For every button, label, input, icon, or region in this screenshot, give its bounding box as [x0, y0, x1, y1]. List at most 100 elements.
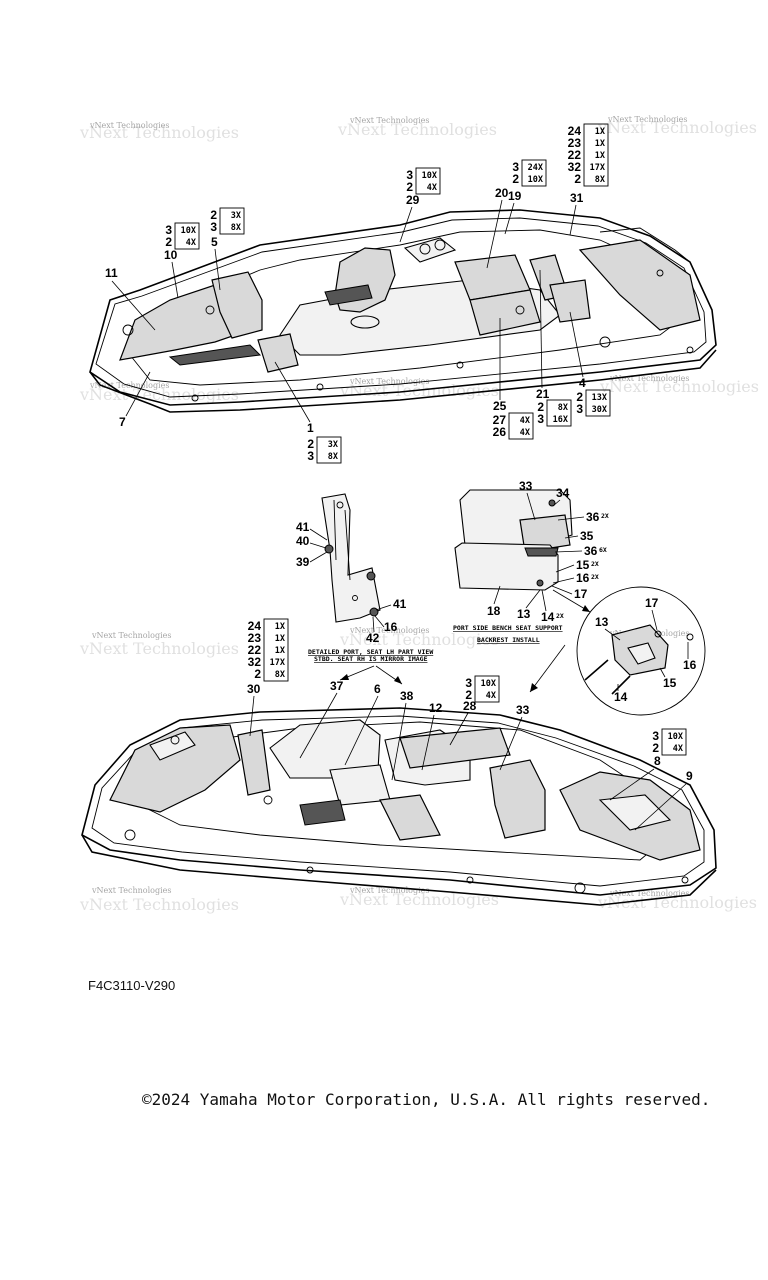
watermark: vNext Technologies [349, 377, 429, 386]
callout-13: 13 [517, 607, 531, 621]
callout-34: 34 [556, 486, 570, 500]
callout-17: 17 [574, 587, 588, 601]
callout-8: 8 [654, 754, 661, 768]
bench-seat-detail: 33 34 36 2X 35 36 6X 15 2X 16 2X 17 18 1… [453, 479, 609, 693]
callout-14: 14 [541, 610, 555, 624]
qty-count: 8X [231, 223, 241, 233]
lower-view-callouts: 30 37 6 38 12 28 33 8 9 [247, 679, 693, 831]
callout-12: 12 [429, 701, 443, 715]
qty-36a: 2X [601, 512, 609, 520]
callout-21: 21 [536, 387, 550, 401]
qty-part-number: 23 [568, 136, 582, 150]
watermark-shadow: vNext Technologies [597, 118, 757, 137]
watermark-shadow: vNext Technologies [79, 895, 239, 914]
qty-16: 2X [591, 573, 599, 581]
qty-count: 3X [231, 211, 241, 221]
qty-part-number: 3 [210, 220, 217, 234]
qty-part-number: 24 [248, 619, 262, 633]
watermark: vNext Technologies [91, 886, 171, 895]
callout-36: 36 [584, 544, 598, 558]
watermark: vNext Technologies [89, 121, 169, 130]
qty-count: 17X [590, 163, 605, 173]
watermark: vNext Technologies [91, 631, 171, 640]
qty-part-number: 2 [165, 235, 172, 249]
qty-part-number: 2 [537, 400, 544, 414]
qty-part-number: 24 [568, 124, 582, 138]
callout-41: 41 [296, 520, 310, 534]
qty-part-number: 2 [652, 741, 659, 755]
qty-part-number: 3 [512, 160, 519, 174]
qty-part-number: 3 [165, 223, 172, 237]
seat-bracket-detail: 41 40 39 41 16 42 DETAILED PORT, SEAT LH… [296, 493, 433, 685]
callout-28: 28 [463, 699, 477, 713]
qty-count: 10X [422, 171, 437, 181]
qty-part-number: 3 [406, 168, 413, 182]
watermark-shadow: vNext Technologies [79, 123, 239, 142]
qty-15: 2X [591, 560, 599, 568]
qty-part-number: 2 [307, 437, 314, 451]
qty-count: 1X [275, 646, 285, 656]
top-view-callouts: 11 10 5 7 1 29 20 19 31 25 21 4 [105, 186, 586, 435]
callout-29: 29 [406, 193, 420, 207]
callout-1: 1 [307, 421, 314, 435]
qty-part-number: 22 [568, 148, 582, 162]
callout-18: 18 [487, 604, 501, 618]
watermark: vNext Technologies [349, 116, 429, 125]
callout-16: 16 [384, 620, 398, 634]
callout-15: 15 [663, 676, 677, 690]
callout-17: 17 [645, 596, 659, 610]
callout-35: 35 [580, 529, 594, 543]
qty-part-number: 2 [406, 180, 413, 194]
copyright-notice: ©2024 Yamaha Motor Corporation, U.S.A. A… [142, 1090, 711, 1109]
callout-5: 5 [211, 235, 218, 249]
qty-part-number: 22 [248, 643, 262, 657]
watermark: vNext Technologies [609, 374, 689, 383]
qty-count: 8X [595, 175, 605, 185]
qty-count: 17X [270, 658, 285, 668]
callout-33: 33 [516, 703, 530, 717]
qty-count: 16X [553, 415, 568, 425]
watermark-shadow: vNext Technologies [599, 377, 759, 396]
qty-36b: 6X [599, 546, 607, 554]
qty-part-number: 2 [465, 688, 472, 702]
qty-part-number: 32 [248, 655, 262, 669]
watermark: vNext Technologies [349, 886, 429, 895]
qty-count: 1X [275, 634, 285, 644]
watermark: vNext Technologies [607, 115, 687, 124]
bench-note-line1: PORT SIDE BENCH SEAT SUPPORT [453, 624, 563, 632]
callout-19: 19 [508, 189, 522, 203]
callout-41: 41 [393, 597, 407, 611]
hardware-zoom-detail: 17 13 16 15 14 [576, 586, 706, 716]
callout-39: 39 [296, 555, 310, 569]
qty-count: 10X [181, 226, 196, 236]
qty-count: 10X [528, 175, 543, 185]
callout-37: 37 [330, 679, 344, 693]
callout-11: 11 [105, 266, 118, 280]
qty-count: 30X [592, 405, 607, 415]
qty-count: 10X [481, 679, 496, 689]
watermark-shadow: vNext Technologies [597, 893, 757, 912]
qty-part-number: 3 [537, 412, 544, 426]
watermark-shadow: vNext Technologies [79, 639, 239, 658]
qty-part-number: 2 [576, 390, 583, 404]
qty-part-number: 3 [307, 449, 314, 463]
watermarks: vNext Technologies vNext Technologies vN… [79, 115, 759, 914]
callout-9: 9 [686, 769, 693, 783]
qty-count: 4X [186, 238, 196, 248]
qty-14: 2X [556, 612, 564, 620]
diagram-code: F4C3110-V290 [88, 978, 176, 993]
qty-part-number: 32 [568, 160, 582, 174]
callout-30: 30 [247, 682, 261, 696]
qty-count: 4X [486, 691, 496, 701]
qty-count: 1X [595, 139, 605, 149]
qty-part-number: 3 [652, 729, 659, 743]
callout-7: 7 [119, 415, 126, 429]
qty-count: 4X [673, 744, 683, 754]
